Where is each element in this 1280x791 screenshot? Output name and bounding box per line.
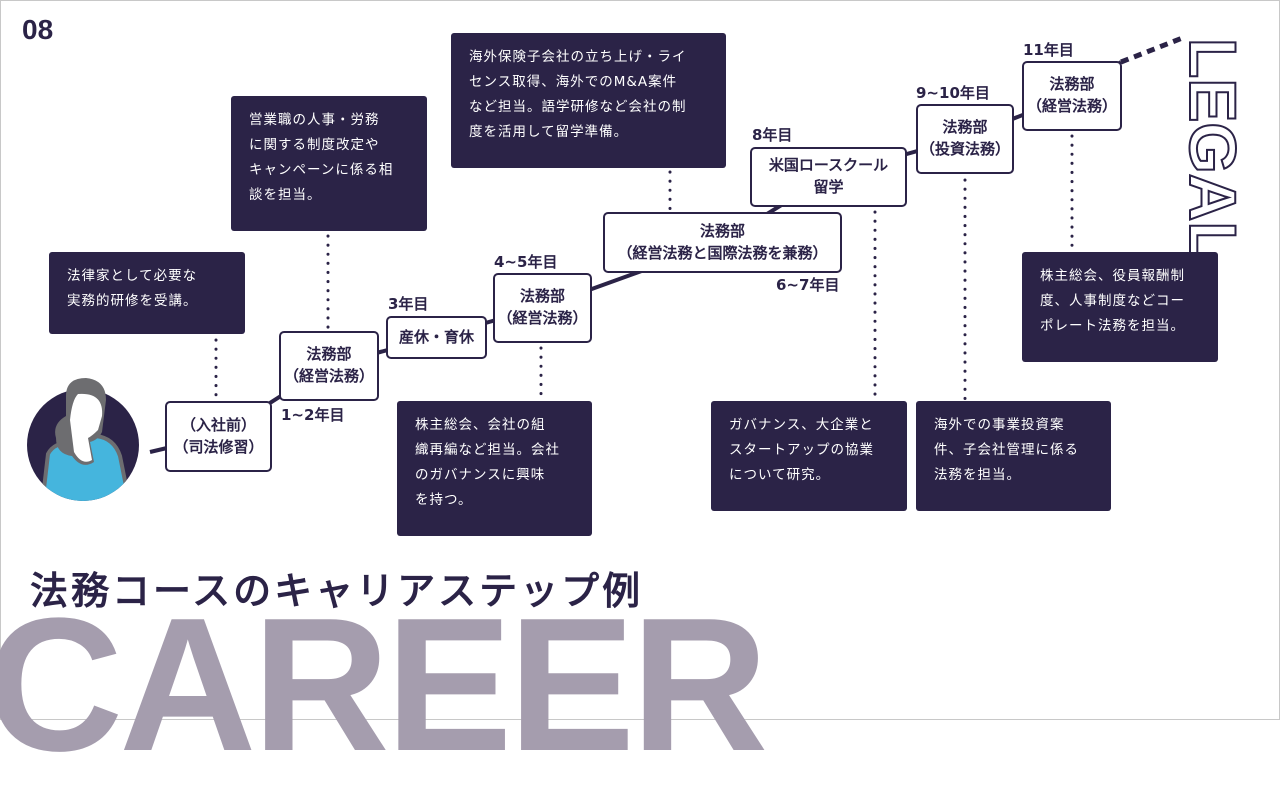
future-dashed-line (1120, 34, 1186, 65)
note-year1-2: 営業職の人事・労務 に関する制度改定や キャンペーンに係る相 談を担当。 (231, 96, 427, 231)
note-year11: 株主総会、役員報酬制 度、人事制度などコー ポレート法務を担当。 (1022, 252, 1218, 362)
step-legal-year6-7: 法務部 （経営法務と国際法務を兼務） (603, 212, 842, 273)
career-path-line (149, 60, 1123, 454)
step-legal-year1-2: 法務部 （経営法務） (279, 331, 379, 401)
note-year6-7: 海外保険子会社の立ち上げ・ライ センス取得、海外でのM&A案件 など担当。語学研… (451, 33, 726, 168)
note-pre-join: 法律家として必要な 実務的研修を受講。 (49, 252, 245, 334)
step-investment-legal: 法務部 （投資法務） (916, 104, 1014, 174)
note-year4-5: 株主総会、会社の組 織再編など担当。会社 のガバナンスに興味 を持つ。 (397, 401, 592, 536)
page-number: 08 (22, 14, 54, 45)
year-label: 1~2年目 (281, 406, 345, 424)
career-path-lines (149, 34, 1186, 454)
note-investment: 海外での事業投資案 件、子会社管理に係る 法務を担当。 (916, 401, 1111, 511)
step-maternity-leave: 産休・育休 (386, 316, 487, 359)
note-law-school: ガバナンス、大企業と スタートアップの協業 について研究。 (711, 401, 907, 511)
year-label: 8年目 (752, 126, 793, 144)
year-label: 6~7年目 (776, 276, 840, 294)
year-label: 11年目 (1023, 41, 1074, 59)
page-title: 法務コースのキャリアステップ例 (30, 569, 644, 613)
step-legal-year4-5: 法務部 （経営法務） (493, 273, 592, 343)
step-us-law-school: 米国ロースクール 留学 (750, 147, 907, 207)
year-label: 4~5年目 (494, 253, 558, 271)
year-label: 3年目 (388, 295, 429, 313)
avatar-icon (27, 378, 139, 501)
dotted-connectors (214, 134, 1074, 403)
step-pre-join: （入社前） （司法修習） (165, 401, 272, 472)
year-label: 9~10年目 (916, 84, 990, 102)
career-watermark: CAREER (0, 579, 768, 791)
step-legal-year11: 法務部 （経営法務） (1022, 61, 1122, 131)
